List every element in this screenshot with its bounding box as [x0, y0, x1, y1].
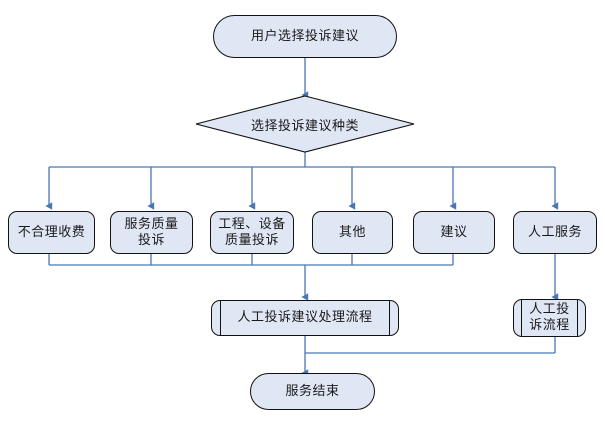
node-decision-label: 选择投诉建议种类: [250, 118, 359, 134]
node-end-label: 服务结束: [285, 383, 340, 399]
node-process-manual-complaint[interactable]: 人工投 诉流程: [513, 299, 586, 337]
node-option-4[interactable]: 其他: [312, 211, 393, 254]
node-process-manual-complaint-suggestion[interactable]: 人工投诉建议处理流程: [211, 300, 399, 336]
node-option-1[interactable]: 不合理收费: [8, 211, 95, 254]
node-option-6-label: 人工服务: [527, 224, 582, 240]
node-decision[interactable]: 选择投诉建议种类: [216, 110, 394, 138]
node-option-5[interactable]: 建议: [413, 211, 495, 254]
node-option-1-label: 不合理收费: [17, 224, 86, 240]
node-option-2-label: 服务质量 投诉: [124, 216, 179, 248]
node-start-label: 用户选择投诉建议: [250, 28, 359, 44]
node-option-2[interactable]: 服务质量 投诉: [110, 211, 193, 254]
node-option-5-label: 建议: [440, 224, 468, 240]
node-option-4-label: 其他: [338, 224, 366, 240]
node-start[interactable]: 用户选择投诉建议: [213, 15, 397, 58]
node-option-3[interactable]: 工程、设备 质量投诉: [210, 211, 294, 254]
node-process-2-label: 人工投 诉流程: [529, 302, 570, 333]
node-option-6[interactable]: 人工服务: [513, 211, 597, 254]
node-option-3-label: 工程、设备 质量投诉: [218, 216, 286, 248]
node-process-1-label: 人工投诉建议处理流程: [237, 310, 373, 325]
node-end[interactable]: 服务结束: [250, 373, 375, 410]
